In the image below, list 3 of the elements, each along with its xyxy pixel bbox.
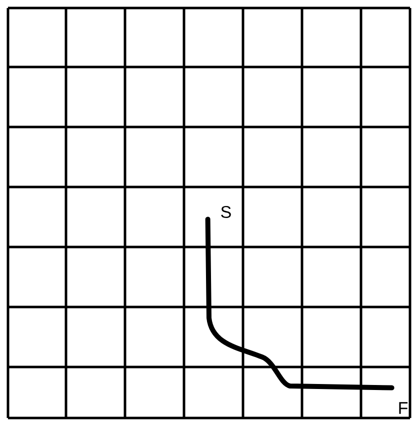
- point-label: S: [221, 206, 231, 218]
- path-line: [205, 216, 394, 390]
- point-label: F: [399, 402, 408, 414]
